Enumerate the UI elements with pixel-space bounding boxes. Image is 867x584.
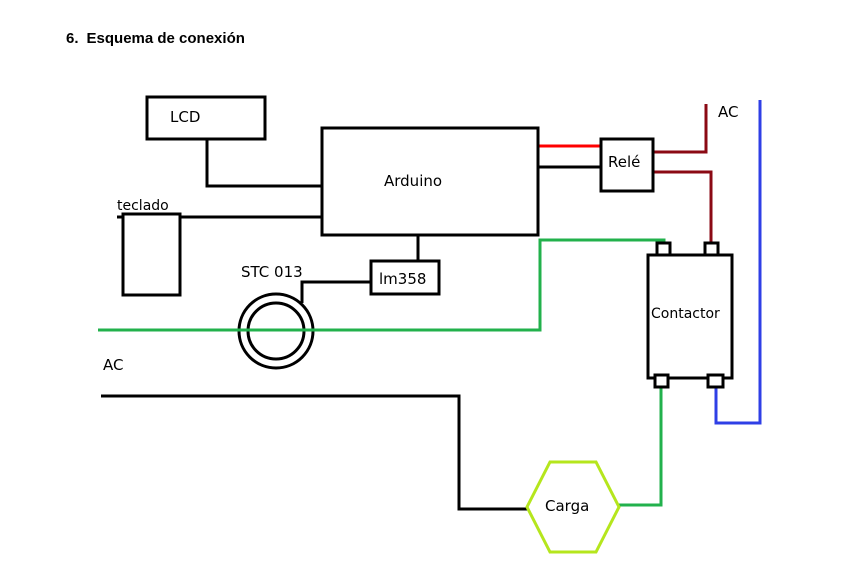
arduino-label: Arduino	[384, 172, 442, 190]
wire-relay-ac	[653, 104, 708, 154]
contactor-terminal-bottom-right	[706, 373, 725, 389]
wire-contactor-load	[618, 386, 663, 507]
relay-label: Relé	[608, 153, 640, 171]
sensor-label: STC 013	[241, 263, 303, 281]
wire-ac-neutral	[714, 100, 762, 425]
section-number: 6.	[66, 30, 79, 47]
wire-relay-contactor	[653, 170, 713, 243]
wire-lcd-arduino	[205, 139, 322, 188]
arduino-box	[320, 126, 540, 237]
ac-left-label: AC	[103, 356, 123, 374]
contactor-terminal-bottom-left	[653, 373, 670, 389]
contactor-label: Contactor	[651, 306, 720, 322]
wire-sensor-lm358	[300, 280, 371, 303]
contactor-terminal-top-left	[655, 241, 672, 257]
load-hexagon	[525, 460, 621, 554]
relay-box	[599, 137, 655, 193]
ac-top-label: AC	[718, 103, 738, 121]
lcd-box	[145, 95, 267, 141]
wire-load-return	[101, 394, 528, 511]
lm358-label: lm358	[379, 270, 426, 288]
wire-ac-live	[98, 238, 666, 332]
teclado-label: teclado	[117, 198, 169, 214]
lcd-label: LCD	[170, 108, 200, 126]
section-heading: 6. Esquema de conexión	[66, 30, 253, 47]
teclado-box	[121, 212, 182, 297]
contactor-terminal-top-right	[703, 241, 720, 257]
contactor-box	[646, 253, 734, 380]
load-label: Carga	[545, 497, 589, 515]
lm358-box	[369, 259, 441, 296]
section-title: Esquema de conexión	[86, 30, 245, 47]
